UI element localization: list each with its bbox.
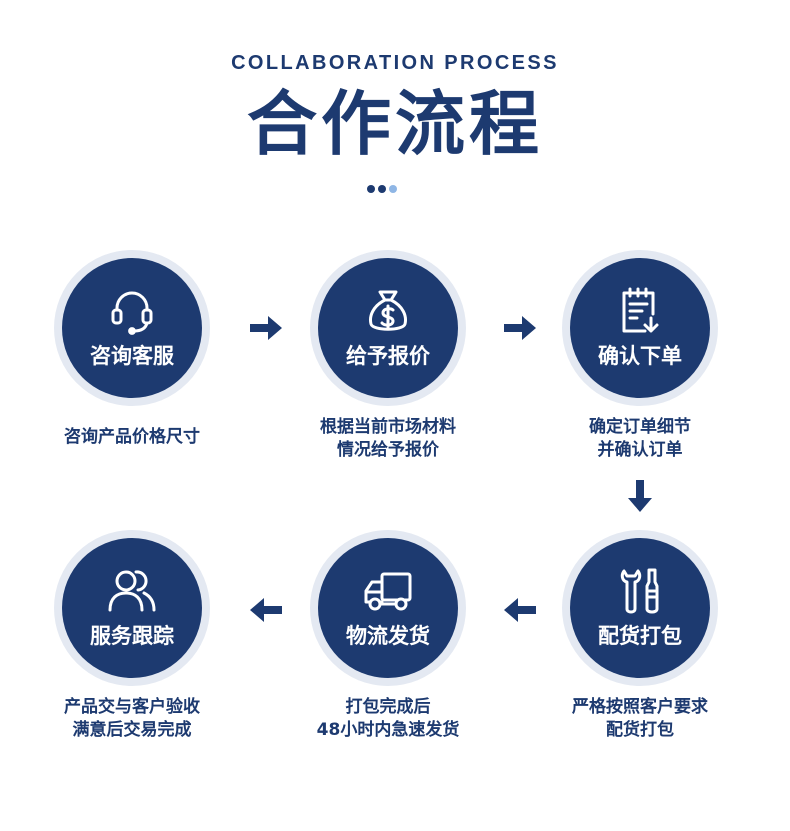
headset-icon xyxy=(111,291,153,335)
step-label: 确认下单 xyxy=(598,344,682,368)
desc-line: 确定订单细节 xyxy=(589,417,691,437)
step-circle: 咨询客服 xyxy=(62,258,202,398)
step-desc-pack: 严格按照客户要求 配货打包 xyxy=(520,696,760,742)
step-confirm: 确认下单 xyxy=(562,250,718,406)
step-circle: 服务跟踪 xyxy=(62,538,202,678)
step-desc-quote: 根据当前市场材料 情况给予报价 xyxy=(268,416,508,462)
document-icon xyxy=(622,287,659,333)
desc-line: 情况给予报价 xyxy=(337,440,439,460)
step-pack: 配货打包 xyxy=(562,530,718,686)
page-title: 合作流程 xyxy=(247,83,543,165)
step-desc-ship: 打包完成后 48小时内急速发货 xyxy=(268,696,508,742)
tools-icon xyxy=(620,568,659,614)
desc-line: 咨询产品价格尺寸 xyxy=(64,427,200,447)
step-desc-confirm: 确定订单细节 并确认订单 xyxy=(520,416,760,462)
arrow-right-icon xyxy=(250,316,282,340)
arrow-left-icon xyxy=(504,598,536,622)
step-label: 配货打包 xyxy=(598,624,682,648)
step-quote: 给予报价 xyxy=(310,250,466,406)
money-bag-icon xyxy=(369,290,407,331)
truck-icon xyxy=(364,572,412,611)
step-follow: 服务跟踪 xyxy=(54,530,210,686)
step-desc-follow: 产品交与客户验收 满意后交易完成 xyxy=(12,696,252,742)
arrow-down-icon xyxy=(628,480,652,512)
desc-line: 严格按照客户要求 xyxy=(572,697,708,717)
step-label: 咨询客服 xyxy=(90,344,174,368)
step-label: 服务跟踪 xyxy=(90,624,174,648)
step-ship: 物流发货 xyxy=(310,530,466,686)
step-circle: 配货打包 xyxy=(570,538,710,678)
step-desc-consult: 咨询产品价格尺寸 xyxy=(12,426,252,449)
step-label: 给予报价 xyxy=(346,344,430,368)
dot-1 xyxy=(367,185,375,193)
desc-line: 48小时内急速发货 xyxy=(316,720,460,740)
desc-line: 满意后交易完成 xyxy=(72,720,192,740)
users-icon xyxy=(108,570,156,612)
dot-2 xyxy=(378,185,386,193)
desc-line: 配货打包 xyxy=(606,720,674,740)
desc-line: 产品交与客户验收 xyxy=(64,697,200,717)
arrow-right-icon xyxy=(504,316,536,340)
step-consult: 咨询客服 xyxy=(54,250,210,406)
step-circle: 确认下单 xyxy=(570,258,710,398)
desc-line: 打包完成后 xyxy=(345,697,431,717)
page-subtitle: COLLABORATION PROCESS xyxy=(231,52,559,74)
desc-line: 根据当前市场材料 xyxy=(320,417,456,437)
arrow-left-icon xyxy=(250,598,282,622)
step-label: 物流发货 xyxy=(346,624,430,648)
step-circle: 给予报价 xyxy=(318,258,458,398)
desc-line: 并确认订单 xyxy=(597,440,683,460)
step-circle: 物流发货 xyxy=(318,538,458,678)
dot-3 xyxy=(389,185,397,193)
